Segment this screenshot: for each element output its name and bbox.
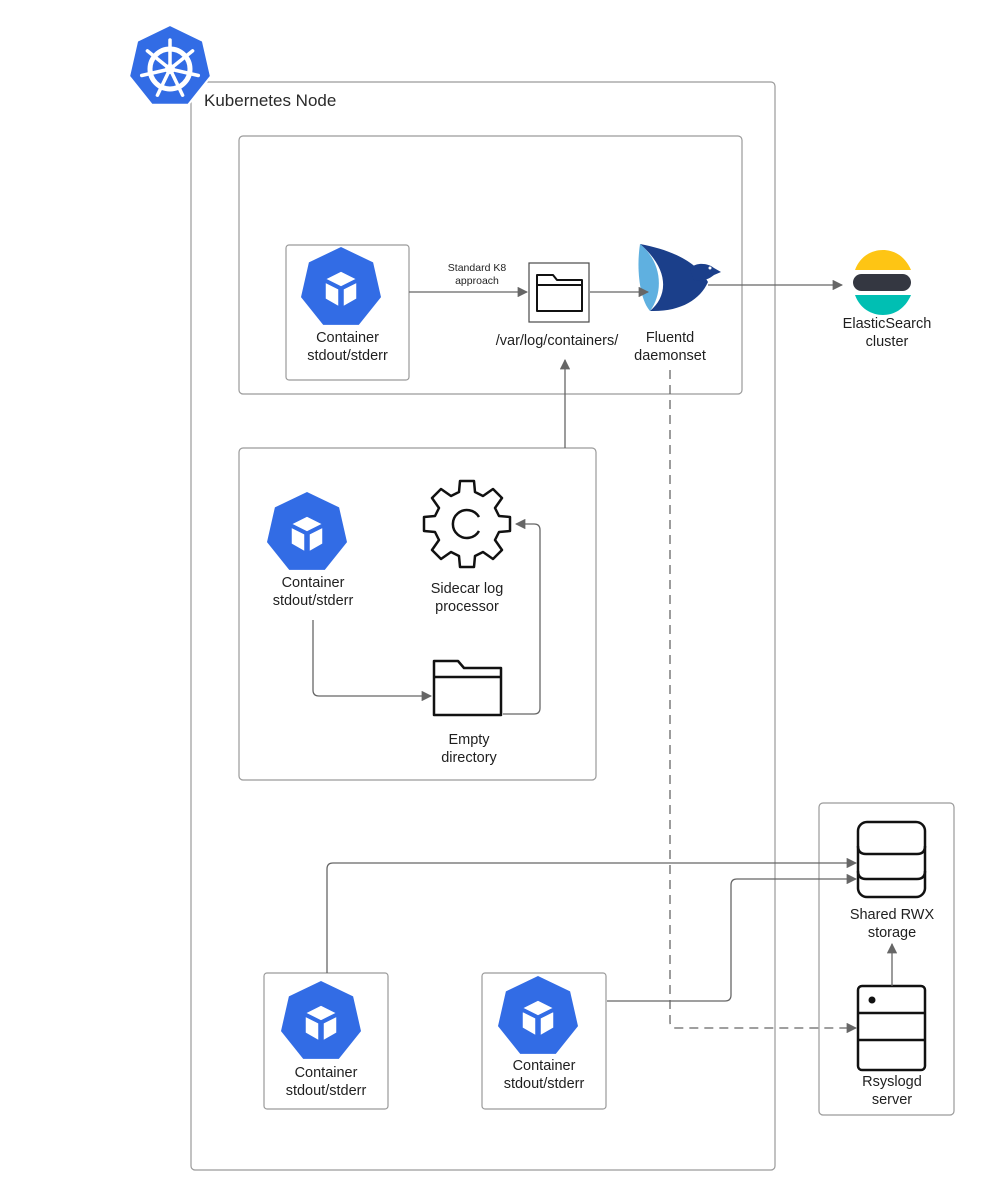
shared-storage-database-icon: [856, 820, 927, 899]
connector-pod4-to-shared-storage: [607, 873, 858, 1002]
sidecar-gear-icon: [422, 479, 512, 569]
shared-storage-label: Shared RWX storage: [849, 907, 935, 941]
fluentd-label: Fluentd daemonset: [634, 330, 706, 364]
connector-fluentd-to-rsyslogd: [669, 370, 858, 1034]
pod4-container-icon: [498, 976, 578, 1054]
pod-sidecar-frame: [238, 447, 597, 781]
pod3-container-label: Container stdout/stderr: [285, 1065, 367, 1099]
elasticsearch-logo-icon: [853, 250, 911, 315]
kubernetes-node-title: Kubernetes Node: [204, 91, 337, 110]
storage-frame: [818, 802, 955, 1116]
pod2-container-label: Container stdout/stderr: [272, 575, 354, 609]
rsyslogd-server-icon: [856, 984, 927, 1072]
pod3-container-box: [263, 972, 389, 1110]
pod-standard-frame: [238, 135, 743, 395]
sidecar-label: Sidecar log processor: [430, 581, 504, 615]
empty-dir-label: Empty directory: [441, 732, 497, 766]
pod1-container-box: [285, 244, 410, 381]
rsyslogd-label: Rsyslogd server: [862, 1074, 922, 1108]
pod4-container-label: Container stdout/stderr: [503, 1058, 585, 1092]
kubernetes-logo-icon: [128, 23, 212, 106]
connector-pod3-to-shared-storage: [326, 857, 858, 973]
standard-approach-label: Standard K8 approach: [447, 262, 507, 287]
pod3-container-icon: [281, 981, 361, 1059]
empty-dir-folder-icon: [432, 659, 503, 717]
pod1-container-label: Container stdout/stderr: [307, 330, 388, 364]
pod4-container-box: [481, 972, 607, 1110]
pod1-container-icon: [301, 247, 381, 325]
connector-emptydir-to-sidecar: [503, 518, 541, 715]
kubernetes-node-frame: [190, 81, 776, 1171]
elasticsearch-label: ElasticSearch cluster: [842, 316, 932, 350]
connector-container-to-emptydir: [312, 620, 433, 702]
pod2-container-icon: [267, 492, 347, 570]
log-dir-label: /var/log/containers/: [495, 333, 619, 349]
log-dir-box: [528, 262, 590, 323]
log-dir-folder-icon: [536, 274, 583, 312]
fluentd-bird-icon: [638, 244, 721, 312]
